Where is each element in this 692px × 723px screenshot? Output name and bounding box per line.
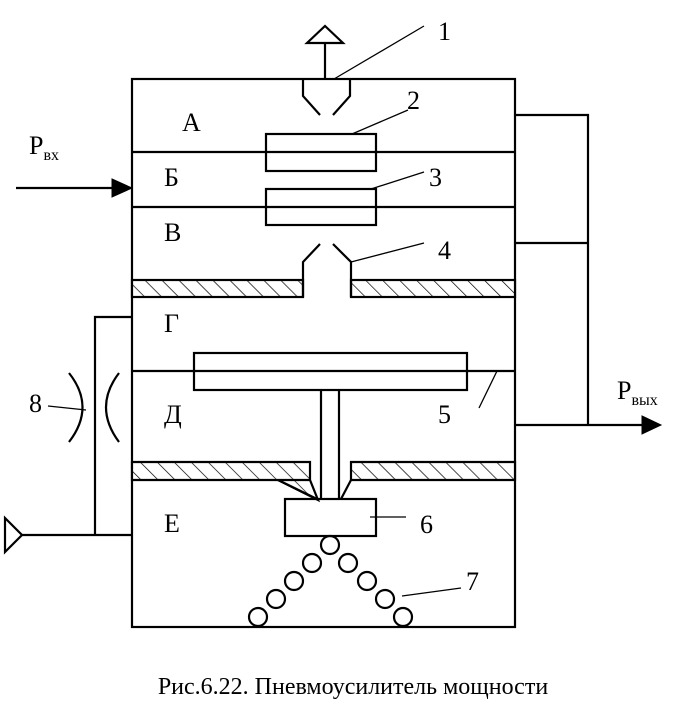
- housing: [130, 77, 517, 629]
- callout-7: 7: [466, 567, 479, 596]
- throttle-8: [68, 372, 84, 443]
- hatched-wall-upper-right: [349, 278, 517, 299]
- callout-5: 5: [438, 400, 451, 429]
- chamber-label-g: Г: [164, 309, 179, 338]
- chamber-label-e: Е: [164, 509, 180, 538]
- valve-6: [283, 497, 378, 538]
- output-arrow-icon: [641, 415, 663, 435]
- callout-1: 1: [438, 17, 451, 46]
- input-arrow-icon: [111, 178, 134, 198]
- callout-4: 4: [438, 236, 451, 265]
- feedback-line: [515, 113, 590, 425]
- callout-6: 6: [420, 510, 433, 539]
- lower-nozzle: [301, 243, 353, 297]
- supply-triangle-icon: [3, 515, 24, 555]
- hatched-wall-lower-right: [349, 460, 517, 482]
- valve-plate-3: [264, 187, 378, 227]
- chamber-label-b: Б: [164, 163, 179, 192]
- exhaust-arrow-icon: [304, 24, 346, 45]
- hatched-wall-lower-left: [130, 460, 321, 503]
- membrane-disk-5: [192, 351, 469, 392]
- throttle-line: [93, 315, 132, 535]
- input-pressure-label: Рвх: [29, 131, 59, 164]
- spring-7: [247, 534, 414, 628]
- callout-2: 2: [407, 86, 420, 115]
- chamber-label-v: В: [164, 218, 181, 247]
- callout-8: 8: [29, 389, 42, 418]
- upper-nozzle: [301, 79, 321, 116]
- valve-plate-2: [264, 132, 378, 173]
- callout-3: 3: [429, 163, 442, 192]
- chamber-label-a: А: [182, 108, 201, 137]
- hatched-wall-upper-left: [130, 278, 305, 299]
- chamber-label-d: Д: [164, 400, 182, 429]
- figure-caption: Рис.6.22. Пневмоусилитель мощности: [158, 674, 548, 700]
- output-pressure-label: Рвых: [617, 376, 658, 409]
